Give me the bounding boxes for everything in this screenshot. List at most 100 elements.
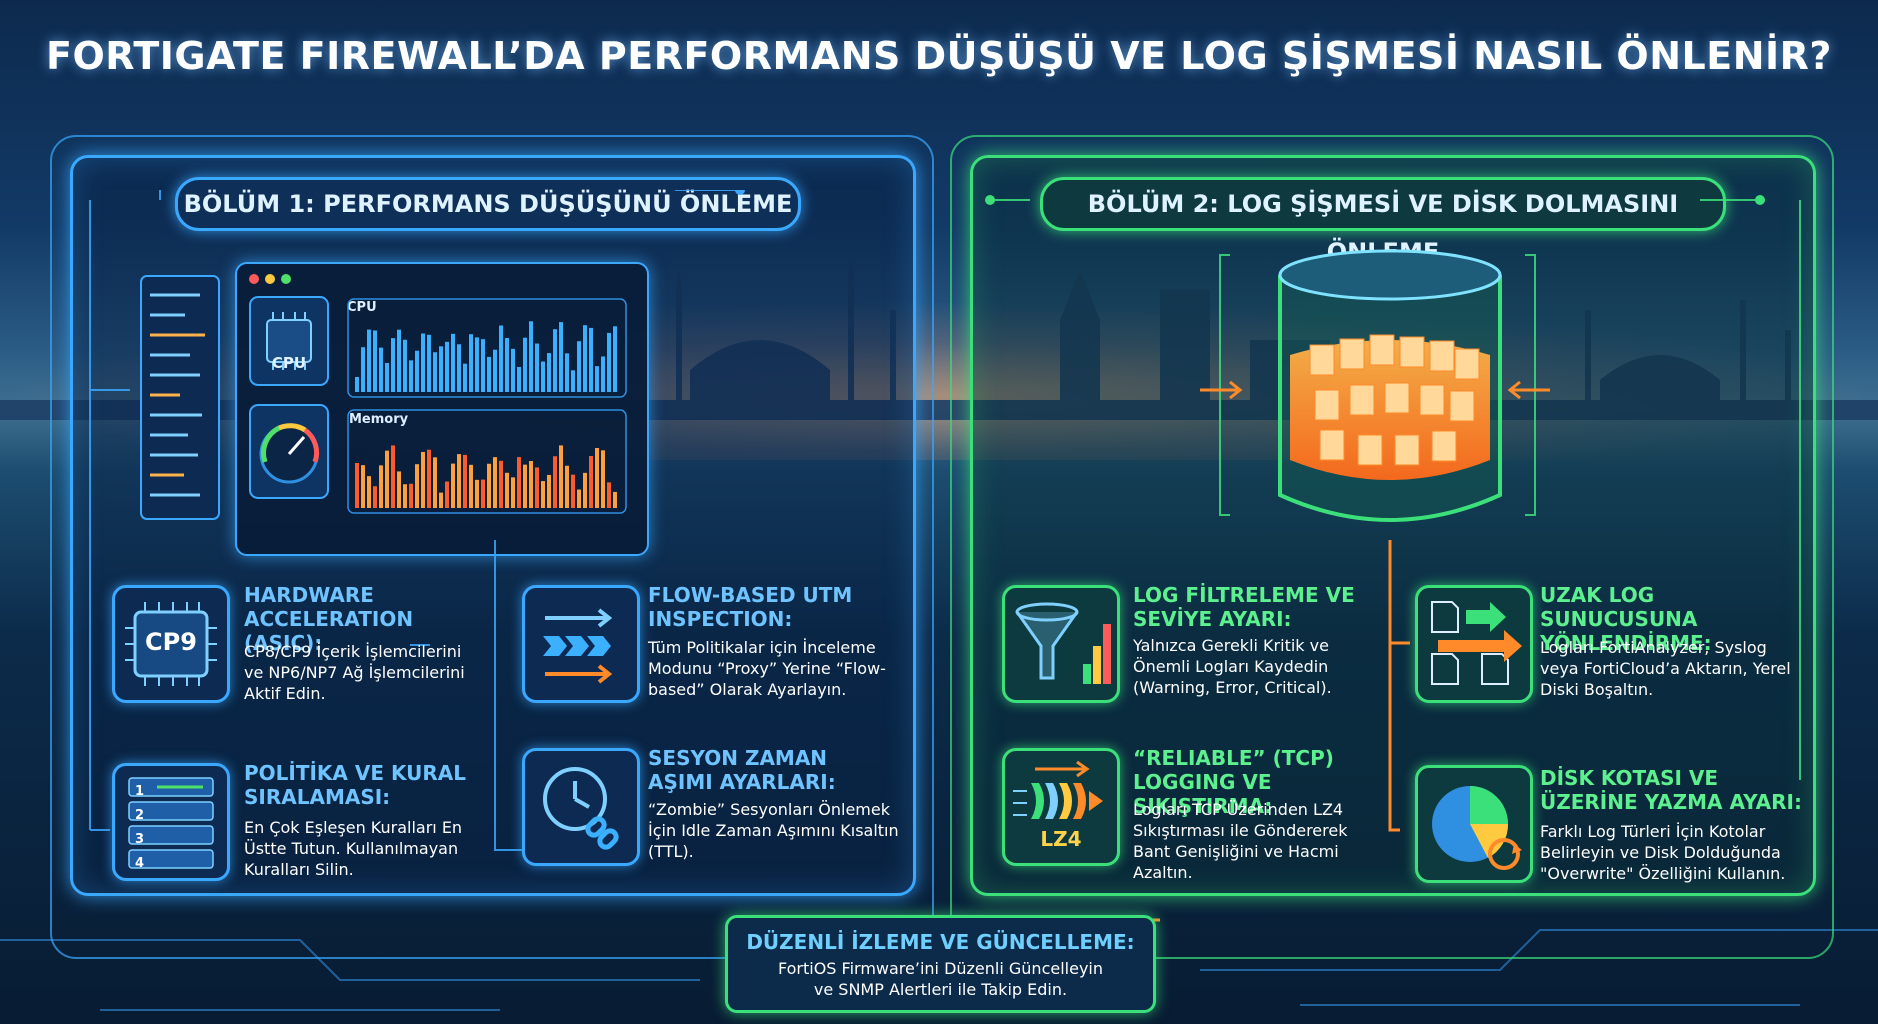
flow-based-text: Tüm Politikalar için İnceleme Modunu “Pr… <box>648 638 886 699</box>
section1-outer-frame <box>50 135 934 959</box>
cpu-bar <box>493 349 497 392</box>
cpu-bar <box>355 377 359 392</box>
cpu-bar <box>511 348 515 392</box>
cpu-bar <box>481 339 485 392</box>
cpu-bar <box>541 361 545 392</box>
memory-bar <box>583 472 587 508</box>
clock-link-icon <box>522 748 640 866</box>
cpu-bar <box>577 341 581 392</box>
flow-arrows-icon <box>522 585 640 703</box>
memory-bar <box>421 451 425 508</box>
cpu-bar <box>559 322 563 392</box>
cpu-bar <box>535 343 539 392</box>
cpu-bar <box>463 363 467 392</box>
remote-log-icon <box>1415 585 1533 703</box>
cpu-bar <box>499 325 503 392</box>
cpu-bar <box>547 353 551 392</box>
memory-bar <box>505 472 509 508</box>
cpu-bar <box>457 344 461 392</box>
memory-usage-chart <box>347 409 627 514</box>
memory-bar <box>517 457 521 508</box>
cpu-bar <box>469 334 473 392</box>
disk-quota-text: Farklı Log Türleri İçin Kotolar Belirley… <box>1540 822 1786 883</box>
memory-bar <box>451 463 455 508</box>
list-number-1: 1 <box>135 784 145 799</box>
memory-bar <box>469 464 473 508</box>
cpu-bar <box>403 339 407 392</box>
memory-bar <box>433 457 437 508</box>
memory-chart-label: Memory <box>349 412 409 427</box>
hardware-acceleration-heading: HARDWARE ACCELERATION (ASIC): <box>244 583 414 655</box>
window-close-dot <box>249 274 259 284</box>
memory-bar <box>571 474 575 508</box>
session-timeout-text: “Zombie” Sesyonları Önlemek İçin Idle Za… <box>648 800 899 861</box>
gauge-icon <box>249 404 329 499</box>
cpu-bar <box>421 333 425 392</box>
flow-based-heading: FLOW-BASED UTM INSPECTION: <box>648 583 853 631</box>
cpu-usage-chart <box>347 298 627 398</box>
cpu-bar <box>373 330 377 392</box>
memory-bar <box>511 477 515 508</box>
memory-bar <box>385 450 389 508</box>
cpu-memory-dashboard: CPU CPU Memory <box>235 262 649 556</box>
cpu-bar <box>427 334 431 392</box>
policy-order-heading: POLİTİKA VE KURAL SIRALAMASI: <box>244 761 466 809</box>
memory-bar <box>457 454 461 508</box>
cpu-bar <box>409 360 413 392</box>
memory-bar <box>439 492 443 508</box>
section2-outer-frame <box>950 135 1834 959</box>
monitoring-line-2: ve SNMP Alertleri ile Takip Edin. <box>813 980 1068 999</box>
remote-log-heading: UZAK LOG SUNUCUSUNA YÖNLENDİRME: <box>1540 583 1712 655</box>
cpu-bar <box>505 337 509 392</box>
cpu-bar <box>475 337 479 392</box>
circuit-floor <box>0 929 1878 1011</box>
cpu-bar <box>361 347 365 392</box>
hardware-acceleration-text: CP8/CP9 İçerik İşlemcilerini ve NP6/NP7 … <box>244 642 465 703</box>
memory-bar <box>481 479 485 508</box>
memory-bar <box>565 465 569 508</box>
code-lines-panel <box>140 275 220 520</box>
memory-bar <box>499 460 503 508</box>
lz4-compression-icon: LZ4 <box>1002 748 1120 866</box>
cpu-bar <box>613 326 617 392</box>
memory-bar <box>463 454 467 508</box>
log-database-icon <box>1278 249 1502 522</box>
cpu-bar <box>595 366 599 392</box>
cpu-bar <box>397 329 401 392</box>
memory-bar <box>541 481 545 508</box>
cpu-bar <box>385 362 389 392</box>
memory-bar <box>607 482 611 508</box>
cpu-bar <box>367 329 371 392</box>
monitoring-update-box: DÜZENLİ İZLEME VE GÜNCELLEME: FortiOS Fi… <box>725 915 1156 1013</box>
log-filter-text: Yalnızca Gerekli Kritik ve Önemli Loglar… <box>1133 636 1332 697</box>
memory-bar <box>559 445 563 508</box>
lz4-label: LZ4 <box>1040 827 1082 851</box>
cpu-bar <box>433 352 437 392</box>
page-title: FORTIGATE FIREWALL’DA PERFORMANS DÜŞÜŞÜ … <box>46 34 1832 78</box>
cpu-bar <box>589 327 593 392</box>
memory-bar <box>475 479 479 508</box>
cpu-bar <box>445 341 449 392</box>
memory-bar <box>355 463 359 508</box>
memory-bar <box>415 464 419 508</box>
cpu-bar <box>415 350 419 392</box>
reliable-logging-heading: “RELIABLE” (TCP) LOGGING VE SIKIŞTIRMA: <box>1133 746 1334 818</box>
cpu-bar <box>379 347 383 392</box>
monitoring-line-1: FortiOS Firmware’ini Düzenli Güncelleyin <box>777 959 1103 978</box>
cpu-bar <box>487 356 491 392</box>
list-number-3: 3 <box>135 832 145 847</box>
memory-bar <box>409 483 413 508</box>
disk-quota-heading: DİSK KOTASI VE ÜZERİNE YAZMA AYARI: <box>1540 766 1802 814</box>
memory-bar <box>553 456 557 508</box>
cpu-bar <box>391 338 395 392</box>
monitoring-heading: DÜZENLİ İZLEME VE GÜNCELLEME: <box>746 930 1135 954</box>
memory-bar <box>589 456 593 508</box>
memory-bar <box>529 461 533 508</box>
funnel-filter-icon <box>1002 585 1120 703</box>
memory-bar <box>403 484 407 508</box>
memory-bar <box>487 463 491 508</box>
session-timeout-heading: SESYON ZAMAN AŞIMI AYARLARI: <box>648 746 836 794</box>
memory-bar <box>493 457 497 508</box>
cpu-bar <box>451 333 455 392</box>
memory-bar <box>397 471 401 508</box>
